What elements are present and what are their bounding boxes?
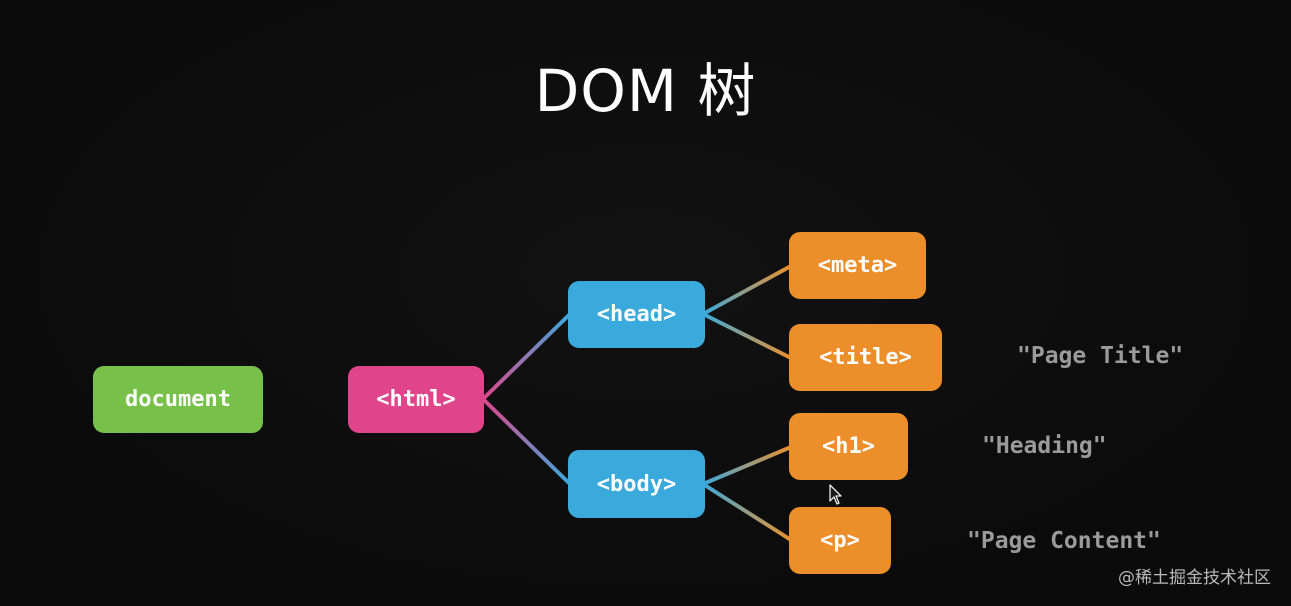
node-html: <html>: [348, 366, 484, 433]
text-node-page-title: "Page Title": [1017, 343, 1184, 369]
node-p: <p>: [789, 507, 891, 574]
node-document: document: [93, 366, 263, 433]
mouse-pointer-icon: [829, 484, 842, 505]
link-body-h1: [701, 445, 793, 486]
node-meta: <meta>: [789, 232, 926, 299]
link-head-meta: [701, 264, 793, 316]
link-html-body: [481, 397, 572, 486]
text-node-page-content: "Page Content": [967, 528, 1161, 554]
node-head: <head>: [568, 281, 705, 348]
node-h1: <h1>: [789, 413, 908, 480]
node-title: <title>: [789, 324, 942, 391]
slide-title: DOM 树: [534, 57, 757, 125]
text-node-heading: "Heading": [982, 433, 1107, 459]
watermark: @稀土掘金技术社区: [1118, 568, 1271, 588]
link-html-head: [481, 312, 572, 401]
link-body-p: [701, 482, 793, 542]
node-body: <body>: [568, 450, 705, 518]
link-head-title: [701, 312, 793, 360]
